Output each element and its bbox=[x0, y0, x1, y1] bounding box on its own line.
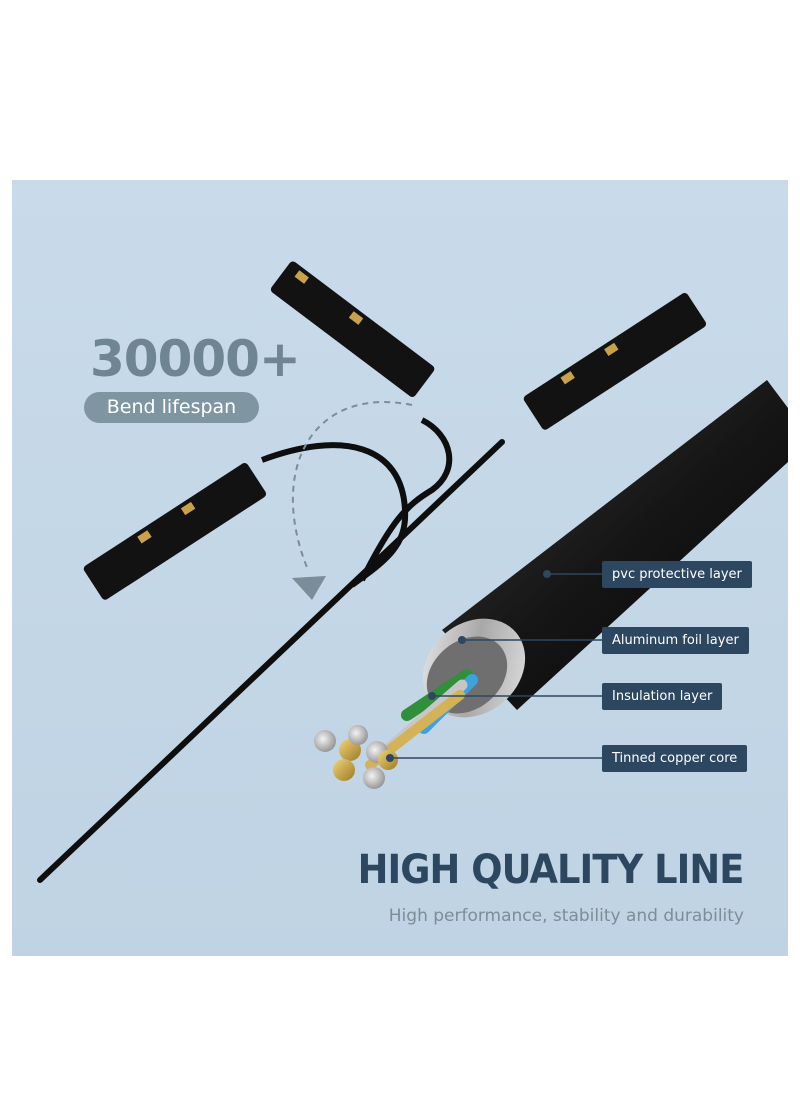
bend-lifespan-badge: Bend lifespan bbox=[84, 392, 259, 423]
cable-cross-section bbox=[314, 380, 788, 789]
subline: High performance, stability and durabili… bbox=[388, 906, 744, 926]
connector-top bbox=[270, 261, 435, 397]
layer-label-pvc: pvc protective layer bbox=[602, 561, 752, 588]
connector-right bbox=[523, 293, 707, 430]
connector-left bbox=[83, 463, 267, 600]
headline: HIGH QUALITY LINE bbox=[358, 847, 745, 893]
layer-label-insulation: Insulation layer bbox=[602, 683, 723, 710]
bend-arrow-head bbox=[292, 576, 326, 600]
layer-label-foil: Aluminum foil layer bbox=[602, 627, 749, 654]
cable-illustration bbox=[37, 261, 788, 883]
main-cable bbox=[37, 439, 505, 883]
bend-count: 30000+ bbox=[90, 330, 301, 388]
product-panel: 30000+ Bend lifespan pvc protective laye… bbox=[12, 180, 788, 956]
connector-cable bbox=[359, 417, 453, 582]
layer-label-copper: Tinned copper core bbox=[602, 745, 748, 772]
loop-cable bbox=[260, 442, 409, 588]
bend-arrow-path bbox=[292, 401, 413, 571]
